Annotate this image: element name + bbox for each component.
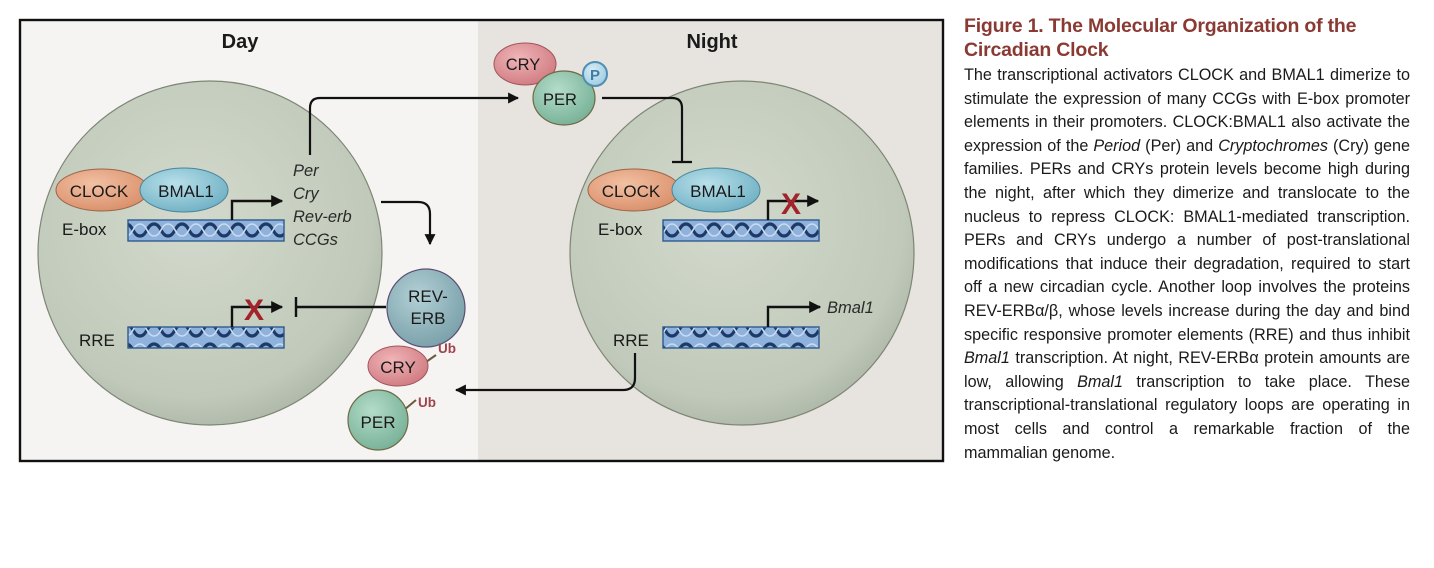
clock-label: CLOCK — [70, 182, 129, 201]
per-ub-label: PER — [361, 413, 396, 432]
night-ebox-blocked-x: X — [781, 188, 801, 221]
caption-italic-term: Bmal1 — [1077, 372, 1124, 391]
rre-blocked-x: X — [244, 294, 264, 327]
cry-per-repression-line — [602, 96, 692, 164]
rre-transcription-arrow — [230, 301, 284, 327]
cry-per-complex: CRY PER P — [493, 42, 608, 126]
caption-text-segment: (Per) and — [1140, 136, 1219, 155]
day-nucleus — [37, 80, 383, 426]
per-ub-tag: Ub — [418, 395, 436, 410]
night-bmal1-protein — [671, 167, 761, 213]
ebox-dna — [127, 219, 285, 242]
caption-italic-term: Cryptochromes — [1218, 136, 1328, 155]
cry-ub-label: CRY — [380, 358, 416, 377]
night-rre-dna — [662, 326, 820, 349]
day-clock-bmal1-complex: CLOCK BMAL1 — [55, 167, 229, 213]
cry-ub-tag: Ub — [438, 341, 456, 356]
ubiquitinated-cry: CRY Ub — [367, 341, 456, 387]
figure-caption: Figure 1. The Molecular Organization of … — [964, 14, 1410, 465]
night-label: Night — [686, 31, 737, 53]
rre-label: RRE — [79, 331, 115, 350]
gene-rev-erb: Rev-erb — [293, 208, 352, 226]
per-cry-export-arrow — [308, 92, 520, 155]
cry-protein — [493, 42, 557, 86]
caption-text-segment: The transcriptional activators CLOCK and… — [964, 66, 1410, 155]
per-label: PER — [543, 91, 577, 109]
ebox-label: E-box — [62, 220, 107, 239]
night-ebox-dna — [662, 219, 820, 242]
caption-text-segment: transcription. At night, REV-ERBα protei… — [964, 349, 1410, 391]
rev-erb-translation-arrow — [381, 200, 436, 246]
per-protein — [532, 70, 596, 126]
bmal1-gene-label: Bmal1 — [827, 299, 874, 317]
night-bmal1-label: BMAL1 — [690, 182, 746, 201]
bmal1-label: BMAL1 — [158, 182, 214, 201]
bmal1-protein — [139, 167, 229, 213]
night-rre-label: RRE — [613, 331, 649, 350]
circadian-clock-diagram: Day Night CLOCK BMAL1 E-box Per Cry Rev-… — [18, 18, 945, 463]
caption-italic-term: Period — [1093, 136, 1141, 155]
rre-dna — [127, 326, 285, 349]
night-rre-transcription-arrow — [766, 301, 822, 327]
gene-cry: Cry — [293, 185, 320, 203]
caption-text-segment: transcription to take place. These trans… — [964, 372, 1410, 462]
night-nucleus — [569, 80, 915, 426]
night-ebox-transcription-arrow — [766, 195, 820, 220]
gene-ccgs: CCGs — [293, 231, 338, 249]
caption-title: Figure 1. The Molecular Organization of … — [964, 15, 1357, 61]
night-clock-label: CLOCK — [602, 182, 661, 201]
rev-erb-label-line1: REV- — [408, 287, 448, 306]
day-label: Day — [222, 31, 260, 53]
target-genes-list: Per Cry Rev-erb CCGs — [293, 162, 352, 249]
night-ebox-label: E-box — [598, 220, 643, 239]
ebox-transcription-arrow — [230, 195, 284, 220]
rev-erb-inhibition-line — [294, 297, 386, 317]
rev-erb-label-line2: ERB — [411, 309, 446, 328]
ubiquitinated-per: PER Ub — [347, 389, 436, 451]
gene-per: Per — [293, 162, 320, 180]
degradation-arrow — [454, 353, 637, 396]
caption-body: The transcriptional activators CLOCK and… — [964, 64, 1410, 465]
rev-erb-protein: REV- ERB — [386, 268, 466, 348]
phosphate-group — [582, 61, 608, 87]
caption-text-segment: (Cry) gene families. PERs and CRYs prote… — [964, 136, 1410, 344]
phosphate-label: P — [590, 67, 600, 84]
night-clock-bmal1-complex: CLOCK BMAL1 — [587, 167, 761, 213]
figure-border — [18, 18, 945, 463]
caption-italic-term: Bmal1 — [964, 349, 1010, 368]
cry-label: CRY — [506, 56, 541, 74]
